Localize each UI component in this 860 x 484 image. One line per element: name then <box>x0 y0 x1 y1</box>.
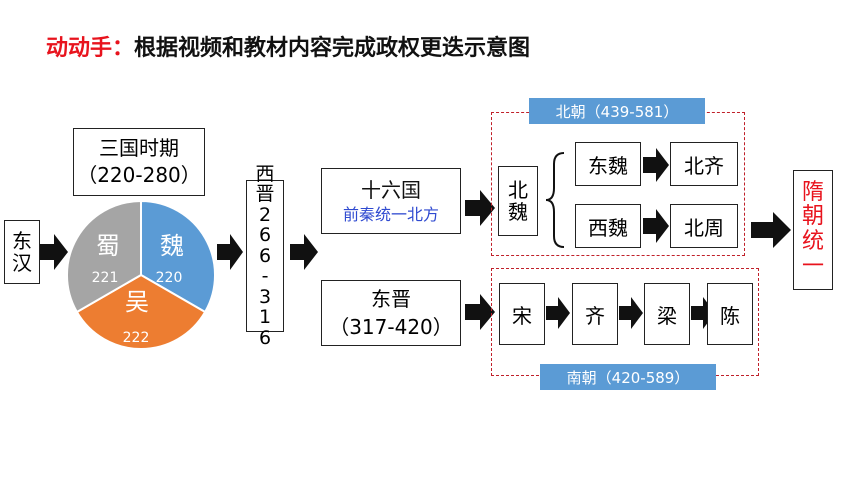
beichao-tag: 北朝（439-581） <box>529 98 705 124</box>
sanguo-years: （220-280） <box>77 163 201 187</box>
sanguo-pie: 蜀 221 魏 220 吴 222 <box>66 200 216 350</box>
dongwei-box: 东魏 <box>575 142 641 186</box>
shiliuguo-label: 十六国 <box>361 177 421 202</box>
xijin-char: - <box>261 265 269 288</box>
split-bracket <box>545 152 565 248</box>
arrow-shiliuguo-beiwei <box>465 190 495 226</box>
title-text: 根据视频和教材内容完成政权更迭示意图 <box>134 36 531 61</box>
nanchao-tag: 南朝（420-589） <box>540 364 716 390</box>
xijin-char: 6 <box>258 244 272 267</box>
wei-year: 220 <box>156 270 183 286</box>
arrow-qi-liang <box>619 297 643 329</box>
title-prefix: 动动手： <box>46 36 135 61</box>
xijin-char: 西 <box>255 162 275 185</box>
arrow-xiwei-beizhou <box>643 209 669 243</box>
donghan-box: 东 汉 <box>4 220 40 284</box>
arrow-song-qi <box>546 297 570 329</box>
dongjin-years: （317-420） <box>329 315 453 339</box>
donghan-char-2: 汉 <box>12 251 32 275</box>
donghan-char-1: 东 <box>12 228 32 253</box>
beiwei-char-2: 魏 <box>508 200 528 224</box>
xijin-char: 6 <box>258 224 272 247</box>
qi-box: 齐 <box>572 283 618 345</box>
page-title: 动动手：根据视频和教材内容完成政权更迭示意图 <box>46 30 530 62</box>
chen-box: 陈 <box>707 283 753 345</box>
xijin-char: 3 <box>258 285 272 308</box>
arrow-sanguo-xijin <box>217 234 243 270</box>
beiwei-box: 北 魏 <box>498 166 538 236</box>
sanguo-label: 三国时期 <box>99 136 179 160</box>
pie-slice-shu <box>66 200 142 314</box>
sanguo-label-box: 三国时期 （220-280） <box>73 128 205 196</box>
beiqi-box: 北齐 <box>670 142 738 186</box>
wu-year: 222 <box>123 330 150 346</box>
shiliuguo-sub: 前秦统一北方 <box>342 204 439 224</box>
pie-slice-wei <box>140 200 216 314</box>
xijin-char: 晋 <box>255 183 275 206</box>
arrow-beichao-sui <box>751 212 791 248</box>
shiliuguo-box: 十六国 前秦统一北方 <box>321 168 461 234</box>
xijin-char: 1 <box>258 306 272 329</box>
dongjin-label: 东晋 <box>371 287 411 311</box>
shu-name: 蜀 <box>96 232 120 260</box>
dongjin-box: 东晋 （317-420） <box>321 280 461 346</box>
liang-box: 梁 <box>644 283 690 345</box>
song-box: 宋 <box>499 283 545 345</box>
arrow-xijin-mid <box>290 234 318 270</box>
sui-char-1: 隋 <box>801 179 824 205</box>
xijin-char: 2 <box>258 203 272 226</box>
sui-char-3: 统 <box>801 229 824 254</box>
wei-name: 魏 <box>160 232 184 260</box>
arrow-dongjin-song <box>465 294 495 330</box>
xiwei-box: 西魏 <box>575 204 641 248</box>
xijin-char: 6 <box>258 326 272 349</box>
shu-year: 221 <box>92 270 119 286</box>
sui-char-2: 朝 <box>801 204 824 230</box>
beiwei-char-1: 北 <box>508 177 528 202</box>
sui-char-4: 一 <box>801 253 824 279</box>
arrow-donghan-sanguo <box>40 234 68 270</box>
xijin-box: 西 晋 2 6 6 - 3 1 6 <box>246 164 284 348</box>
arrow-dongwei-beiqi <box>643 148 669 182</box>
sui-box: 隋 朝 统 一 <box>793 170 833 290</box>
wu-name: 吴 <box>125 288 149 316</box>
beizhou-box: 北周 <box>670 204 738 248</box>
